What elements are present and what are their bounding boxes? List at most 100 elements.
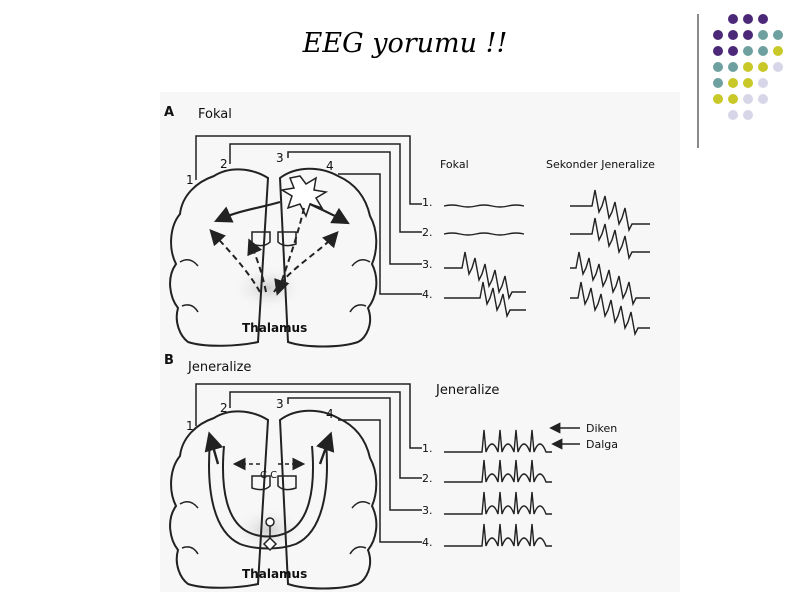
panel-b-thalamic-node-top <box>265 517 275 527</box>
decorative-dot <box>728 78 738 88</box>
decorative-dot <box>728 14 738 24</box>
panel-a-letter: A <box>164 105 174 120</box>
panel-a-secondary-trace-1 <box>570 189 650 233</box>
panel-b-gyri <box>179 501 371 555</box>
panel-a-electrode-2: 2 <box>220 157 228 171</box>
panel-b-channel-3: 3. <box>422 504 433 517</box>
slide-title: EEG yorumu !! <box>302 28 508 59</box>
decorative-dot-grid <box>713 14 783 120</box>
decorative-dot <box>743 94 753 104</box>
decorative-dot <box>743 62 753 72</box>
panel-b-left-hemisphere <box>169 410 270 589</box>
decorative-dot <box>713 94 723 104</box>
panel-b-arrow-up-right <box>316 431 335 465</box>
panel-a-channel-2: 2. <box>422 226 433 239</box>
panel-a-arrow-down-to-thalamus <box>274 207 305 296</box>
panel-a-secondary-trace-2 <box>570 217 650 261</box>
decorative-dot <box>743 78 753 88</box>
panel-a-col-focal: Fokal <box>440 158 469 171</box>
panel-b-thalamus-shade <box>228 504 308 556</box>
decorative-dot <box>713 30 723 40</box>
panel-a-col-secondary: Sekonder Jeneralize <box>546 158 655 171</box>
panel-a-arrow-thalamus-right <box>273 231 339 293</box>
decorative-dot <box>713 46 723 56</box>
panel-b-electrode-4: 4 <box>326 407 334 421</box>
decorative-dot <box>728 110 738 120</box>
panel-b-trace-3 <box>444 491 552 515</box>
panel-a-electrode-1: 1 <box>186 173 194 187</box>
panel-b-ventricles <box>251 475 297 491</box>
panel-b-cc-label: C C <box>260 470 277 481</box>
panel-b-lead-wires <box>195 383 422 543</box>
panel-a-focal-trace-1 <box>443 204 525 208</box>
panel-a-left-hemisphere <box>169 168 270 347</box>
panel-b-label-spike: Diken <box>586 422 617 435</box>
panel-b-label-wave: Dalga <box>586 438 618 451</box>
panel-b-right-hemisphere <box>278 409 378 590</box>
panel-a-focal-trace-2 <box>443 232 525 236</box>
panel-b-col-generalized: Jeneralize <box>435 383 499 398</box>
panel-a-channel-4: 4. <box>422 288 433 301</box>
panel-b-brain: C C Thalamus <box>169 409 378 590</box>
decorative-dot <box>728 94 738 104</box>
decorative-divider <box>697 14 699 148</box>
panel-b-channel-2: 2. <box>422 472 433 485</box>
panel-a-secondary-trace-3 <box>570 251 650 307</box>
panel-b-letter: B <box>164 353 174 368</box>
panel-b-channel-4: 4. <box>422 536 433 549</box>
eeg-figure: A Fokal Thalamus 1 2 3 4 <box>160 92 680 592</box>
panel-a: A Fokal Thalamus 1 2 3 4 <box>164 105 655 348</box>
panel-a-thalamus-shade <box>226 262 310 314</box>
decorative-dot <box>713 78 723 88</box>
decorative-dot <box>773 46 783 56</box>
decorative-dot <box>728 30 738 40</box>
panel-a-electrode-4: 4 <box>326 159 334 173</box>
decorative-dot <box>743 30 753 40</box>
panel-a-arrow-right <box>309 203 350 225</box>
panel-a-arrow-left <box>213 200 281 223</box>
decorative-dot <box>728 46 738 56</box>
panel-a-gyri <box>179 259 371 313</box>
decorative-dot <box>743 14 753 24</box>
panel-b-channel-1: 1. <box>422 442 433 455</box>
panel-b-electrode-2: 2 <box>220 401 228 415</box>
panel-a-secondary-trace-4 <box>570 281 650 337</box>
panel-a-electrode-3: 3 <box>276 151 284 165</box>
panel-b-thalamus-label: Thalamus <box>242 567 307 581</box>
panel-a-title: Fokal <box>198 107 232 122</box>
panel-b-arrow-up-left <box>204 431 224 465</box>
panel-a-brain: Thalamus <box>169 167 378 348</box>
decorative-dot <box>773 30 783 40</box>
decorative-dot <box>758 94 768 104</box>
panel-a-focal-traces <box>443 204 526 319</box>
decorative-dot <box>728 62 738 72</box>
panel-b-trace-2 <box>444 459 552 483</box>
panel-b-electrode-3: 3 <box>276 397 284 411</box>
panel-a-secondary-traces <box>570 189 650 337</box>
decorative-dot <box>713 62 723 72</box>
panel-b-spike-wave-traces <box>444 429 552 547</box>
decorative-dot <box>743 110 753 120</box>
decorative-dot <box>758 14 768 24</box>
decorative-dot <box>758 30 768 40</box>
panel-b-electrode-1: 1 <box>186 419 194 433</box>
panel-a-channel-3: 3. <box>422 258 433 271</box>
decorative-dot <box>758 46 768 56</box>
panel-b-trace-4 <box>444 523 552 547</box>
panel-a-focus-burst <box>279 175 329 218</box>
panel-a-focal-trace-3 <box>444 251 526 301</box>
panel-a-channel-1: 1. <box>422 196 433 209</box>
decorative-dot <box>773 62 783 72</box>
decorative-dot <box>758 78 768 88</box>
panel-b-thalamic-node-bottom <box>262 536 278 552</box>
decorative-dot <box>758 62 768 72</box>
panel-b-title: Jeneralize <box>187 360 251 375</box>
panel-a-thalamus-label: Thalamus <box>242 321 307 335</box>
panel-b-trace-1 <box>444 429 552 453</box>
panel-a-focal-trace-4 <box>444 281 526 319</box>
panel-b-pathway-inner <box>222 445 314 538</box>
panel-b: B Jeneralize C C Thalamus 1 2 3 4 <box>164 353 618 590</box>
panel-a-arrow-thalamus-center <box>247 238 267 293</box>
panel-a-lead-wires <box>195 135 422 295</box>
decorative-dot <box>743 46 753 56</box>
